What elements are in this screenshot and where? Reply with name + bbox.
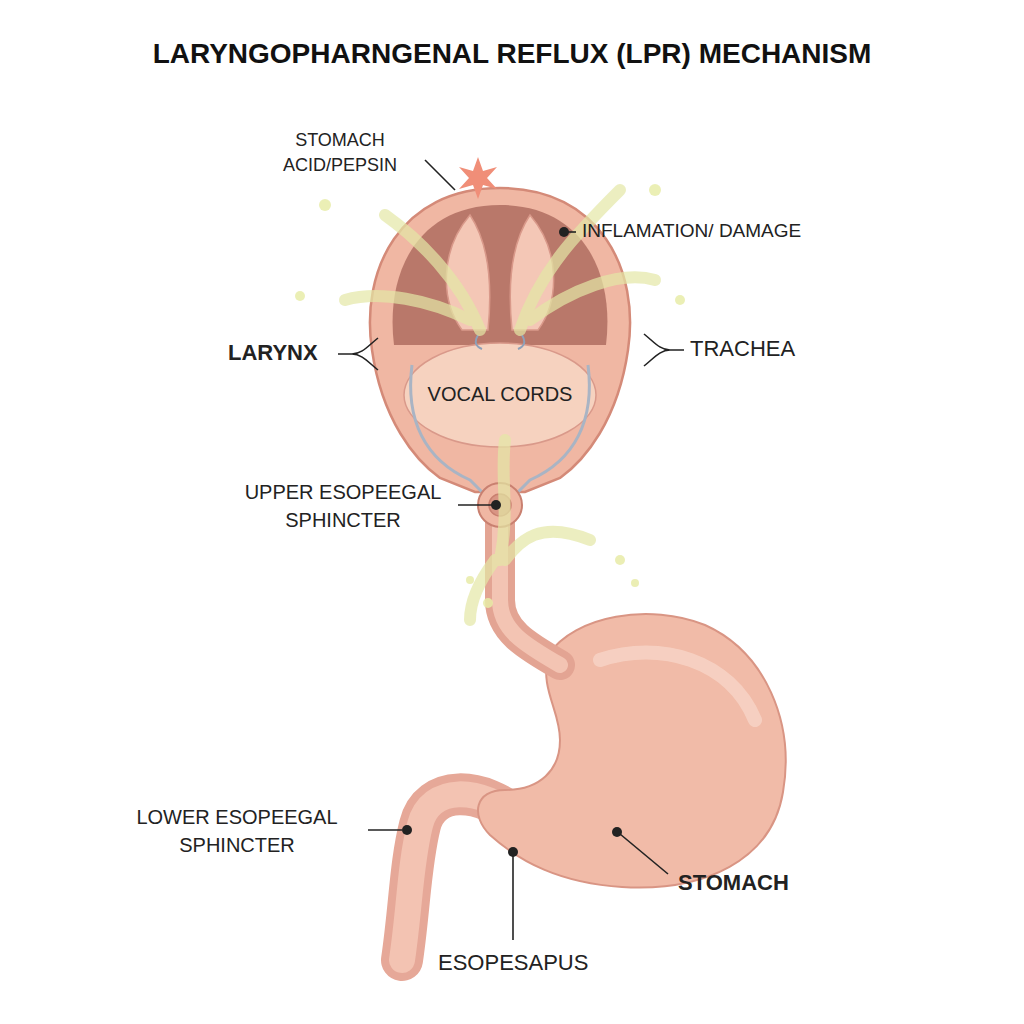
droplet xyxy=(649,184,661,196)
leader-line xyxy=(512,852,514,940)
droplet xyxy=(466,576,474,584)
leader-line xyxy=(568,231,576,233)
droplet xyxy=(295,291,305,301)
vocal-cord-area xyxy=(404,343,596,447)
leader-dot xyxy=(508,847,518,857)
larynx-cavity xyxy=(393,205,608,345)
trachea-bracket xyxy=(644,334,684,366)
leader-line xyxy=(368,829,402,831)
cord-marks xyxy=(476,335,525,349)
leader-line xyxy=(458,504,492,506)
acid-wisps xyxy=(345,190,655,620)
droplet xyxy=(319,199,331,211)
leader-dot xyxy=(491,500,501,510)
acid-wisp xyxy=(470,560,495,620)
droplet xyxy=(615,555,625,565)
diagram-title: LARYNGOPHARNGENAL REFLUX (LPR) MECHANISM xyxy=(0,38,1024,70)
droplet xyxy=(675,295,685,305)
leader-dot xyxy=(402,825,412,835)
part-name: UPPER ESOPEEGAL SPHINCTER xyxy=(218,478,468,534)
leader-lines xyxy=(338,160,684,940)
leader-dot xyxy=(612,827,622,837)
acid-droplets xyxy=(295,184,685,608)
leader-line xyxy=(425,160,455,190)
part-name: ESOPESAPUS xyxy=(438,948,588,979)
damage-label: INFLAMATION/ DAMAGE xyxy=(582,218,801,245)
acid-wisp xyxy=(500,440,505,560)
acid-wisp xyxy=(345,296,470,320)
part-name: TRACHEA xyxy=(690,334,795,365)
irritation-star xyxy=(459,157,497,199)
part-name: VOCAL CORDS xyxy=(425,380,575,408)
droplet xyxy=(631,579,639,587)
part-name: STOMACH xyxy=(678,868,789,899)
acid-wisp xyxy=(530,277,655,320)
leader-dots xyxy=(402,227,622,857)
droplet xyxy=(483,598,493,608)
leader-line xyxy=(620,834,668,874)
larynx-bracket xyxy=(338,338,378,370)
acid-wisp xyxy=(505,532,590,560)
stomach-highlight xyxy=(600,653,755,721)
acid-label: STOMACH ACID/PEPSIN xyxy=(262,128,418,178)
leader-dot xyxy=(559,227,569,237)
part-name: LOWER ESOPEEGAL SPHINCTER xyxy=(112,803,362,859)
part-name: LARYNX xyxy=(228,338,318,369)
